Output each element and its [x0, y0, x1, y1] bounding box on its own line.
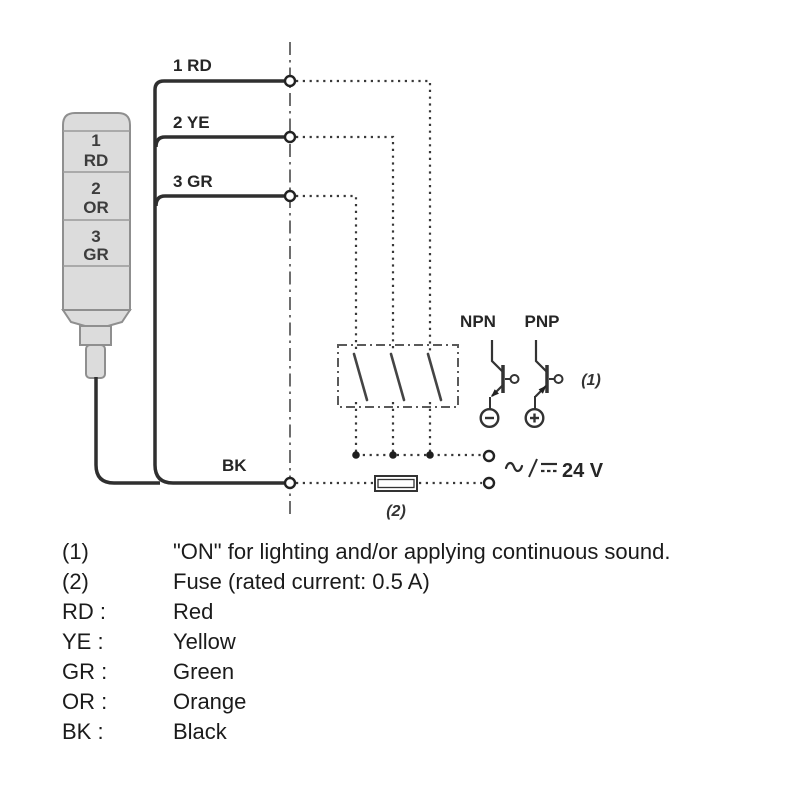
fuse-inner	[377, 478, 415, 489]
legend-value: Green	[173, 659, 235, 684]
switch-blade-3	[426, 352, 443, 402]
wire-2-label: 2 YE	[173, 113, 210, 132]
legend-key: OR :	[62, 689, 108, 714]
legend: (1) "ON" for lighting and/or applying co…	[62, 537, 772, 747]
tower-shoulder	[61, 309, 132, 327]
dotted-path-2	[296, 135, 395, 352]
pnp-base-terminal	[553, 374, 564, 384]
legend-value: Yellow	[173, 629, 236, 654]
terminal-wire-2	[283, 130, 297, 144]
legend-value: Orange	[173, 689, 247, 714]
terminal-supply-top	[482, 449, 496, 463]
note1-ref-label: (1)	[581, 372, 601, 389]
pnp-transistor: PNP	[524, 312, 564, 429]
tower-body	[62, 112, 131, 311]
legend-key: (2)	[62, 569, 89, 594]
supply-voltage-label: 24 V	[562, 460, 604, 482]
signal-tower: 1 RD 2 OR 3 GR	[61, 112, 132, 379]
dotted-path-1	[296, 79, 432, 352]
black-wire-label: BK	[222, 456, 247, 475]
wire-1-red	[153, 79, 284, 485]
junction-dot-3	[426, 451, 434, 459]
lead-wires	[94, 79, 284, 485]
terminal-supply-bottom	[482, 476, 496, 490]
switch-blade-1	[352, 352, 369, 402]
legend-key: (1)	[62, 539, 89, 564]
switch-box	[337, 344, 459, 408]
tower-segment2-code: OR	[83, 198, 109, 217]
terminals	[283, 74, 496, 490]
legend-value: Black	[173, 719, 227, 744]
wire-1-label: 1 RD	[173, 56, 212, 75]
tower-segment2-number: 2	[91, 179, 100, 198]
tower-segment3-number: 3	[91, 227, 100, 246]
legend-value: Fuse (rated current: 0.5 A)	[173, 569, 430, 594]
switch-blade-2	[389, 352, 406, 402]
legend-key: RD :	[62, 599, 106, 624]
junction-dot-2	[389, 451, 397, 459]
dotted-connections	[296, 79, 483, 485]
wire-2-yellow	[154, 135, 284, 148]
npn-emitter-arrow	[491, 389, 499, 397]
junction-dot-1	[352, 451, 360, 459]
wire-3-green	[154, 194, 284, 207]
power-supply-marking: 24 V	[504, 458, 604, 482]
switch-blades	[352, 352, 443, 402]
fuse-ref-label: (2)	[386, 503, 406, 520]
terminal-wire-3	[283, 189, 297, 203]
legend-key: BK :	[62, 719, 104, 744]
tower-segment3-code: GR	[83, 245, 109, 264]
legend-key: YE :	[62, 629, 104, 654]
pnp-label: PNP	[525, 312, 560, 331]
terminal-wire-1	[283, 74, 297, 88]
cable-from-tower	[94, 377, 160, 485]
npn-label: NPN	[460, 312, 496, 331]
slash-icon	[528, 458, 538, 478]
tower-stem	[79, 325, 112, 346]
pnp-collector	[534, 340, 548, 373]
npn-collector	[490, 340, 504, 373]
npn-base-terminal	[509, 374, 520, 384]
ac-tilde-icon	[504, 461, 524, 473]
switch-box-outline	[337, 344, 459, 408]
wiring-diagram: 1 RD 2 OR 3 GR 1 RD 2 YE 3 GR BK	[61, 42, 604, 520]
legend-value: Red	[173, 599, 214, 624]
dotted-path-3	[296, 194, 358, 352]
legend-value: "ON" for lighting and/or applying contin…	[173, 539, 671, 564]
tower-connector-tube	[85, 344, 106, 379]
fuse: (2)	[374, 475, 418, 520]
tower-segment1-number: 1	[91, 131, 100, 150]
terminal-wire-bk	[283, 476, 297, 490]
junction-dots	[352, 451, 434, 459]
npn-transistor: NPN	[460, 312, 520, 429]
tower-segment1-code: RD	[84, 151, 109, 170]
legend-key: GR :	[62, 659, 108, 684]
fuse-body	[374, 475, 418, 492]
wire-3-label: 3 GR	[173, 172, 213, 191]
pnp-emitter-arrow	[538, 385, 547, 394]
